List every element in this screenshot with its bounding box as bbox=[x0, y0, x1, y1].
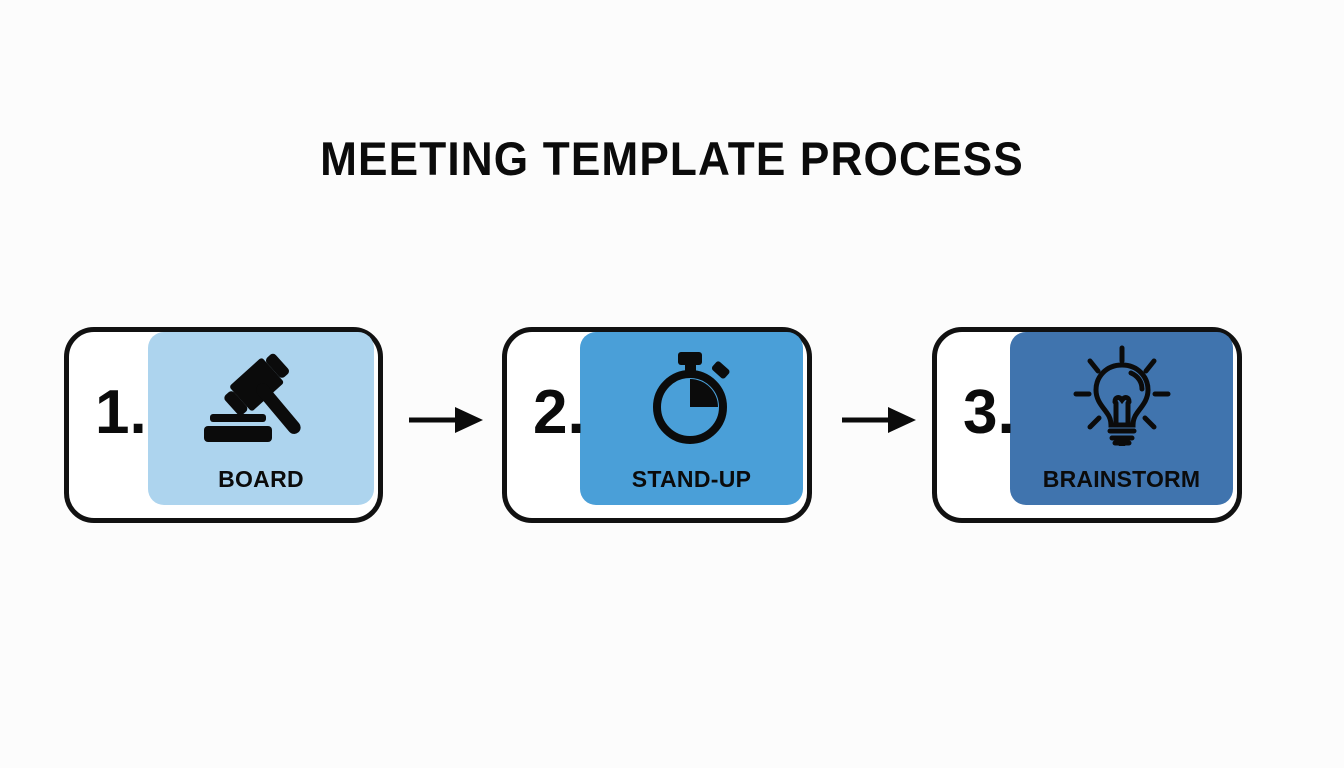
lightbulb-icon bbox=[1010, 342, 1233, 454]
step-label-1: BOARD bbox=[218, 466, 304, 492]
step-panel-1: BOARD bbox=[148, 332, 374, 505]
arrow-right-icon-1 bbox=[407, 400, 487, 440]
step-card-1[interactable]: 1. bbox=[64, 327, 383, 523]
step-card-2[interactable]: 2. STAND-UP bbox=[502, 327, 812, 523]
stopwatch-icon bbox=[580, 342, 803, 454]
step-number-1: 1. bbox=[95, 378, 147, 447]
step-number-2: 2. bbox=[533, 378, 585, 447]
step-panel-3: BRAINSTORM bbox=[1010, 332, 1233, 505]
arrow-right-icon-2 bbox=[840, 400, 920, 440]
step-card-3[interactable]: 3. bbox=[932, 327, 1242, 523]
page-title: MEETING TEMPLATE PROCESS bbox=[320, 132, 1024, 185]
step-label-3: BRAINSTORM bbox=[1042, 466, 1201, 492]
step-label-2: STAND-UP bbox=[631, 466, 752, 492]
step-number-3: 3. bbox=[963, 378, 1015, 447]
step-panel-2: STAND-UP bbox=[580, 332, 803, 505]
gavel-icon bbox=[148, 342, 374, 454]
